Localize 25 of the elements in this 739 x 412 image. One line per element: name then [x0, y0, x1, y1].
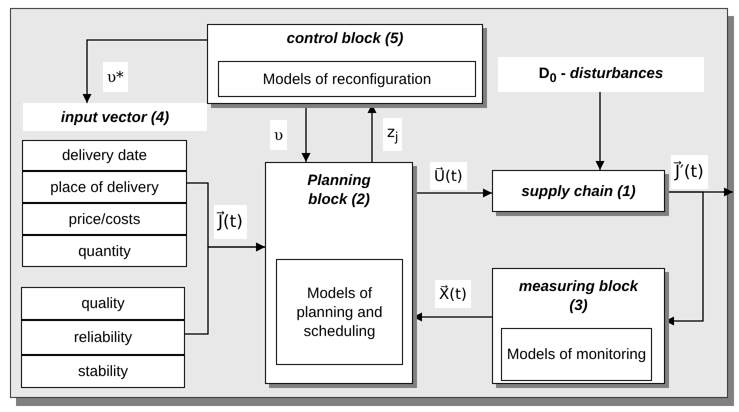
arrow [596, 92, 604, 170]
table-row: delivery date [22, 140, 187, 171]
table-row: quality [21, 287, 185, 320]
edge-label: J⃗(t) [214, 205, 247, 239]
block-title: control block (5) [286, 29, 404, 48]
block-label: input vector (4) [23, 103, 207, 131]
edge-label: υ [270, 120, 288, 150]
edge-label: X⃗(t) [435, 280, 471, 308]
model-box: Models of reconfiguration [218, 61, 476, 97]
block-title: Planning block (2) [306, 171, 372, 209]
arrow [82, 39, 207, 103]
block-label: D$_{0}$ - disturbances [498, 57, 704, 92]
arrow [185, 242, 265, 335]
block-title: measuring block (3) [518, 277, 640, 315]
table-row: price/costs [22, 203, 187, 235]
table-row: stability [21, 355, 185, 388]
edge-label: υ* [103, 62, 128, 92]
model-box: Models of planning and scheduling [276, 259, 403, 365]
table-row: reliability [21, 320, 185, 355]
edge-label: U⃗(t) [430, 162, 467, 190]
table-row: quantity [22, 235, 187, 267]
model-box: Models of monitoring [501, 328, 652, 381]
table-row: place of delivery [22, 171, 187, 203]
edge-label: J⃗′(t) [671, 155, 708, 189]
edge-label: z$_{j}$ [383, 118, 402, 151]
